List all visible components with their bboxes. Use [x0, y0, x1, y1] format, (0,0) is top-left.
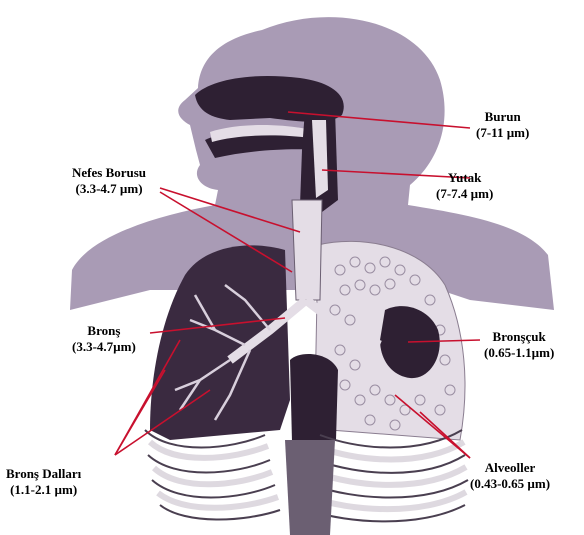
label-nefes-borusu: Nefes Borusu (3.3-4.7 µm): [72, 165, 146, 197]
trachea: [292, 200, 322, 300]
label-nefes-size: (3.3-4.7 µm): [72, 181, 146, 197]
label-dallari-name: Bronş Dalları: [6, 466, 81, 482]
label-yutak-name: Yutak: [436, 170, 493, 186]
label-bronscuk-name: Bronşçuk: [484, 329, 554, 345]
label-brons: Bronş (3.3-4.7µm): [72, 323, 136, 355]
label-brons-name: Bronş: [72, 323, 136, 339]
label-bronscuk-size: (0.65-1.1µm): [484, 345, 554, 361]
label-yutak-size: (7-7.4 µm): [436, 186, 493, 202]
label-burun-size: (7-11 µm): [476, 125, 529, 141]
label-brons-size: (3.3-4.7µm): [72, 339, 136, 355]
label-alveol-name: Alveoller: [470, 460, 550, 476]
label-burun-name: Burun: [476, 109, 529, 125]
label-nefes-name: Nefes Borusu: [72, 165, 146, 181]
label-yutak: Yutak (7-7.4 µm): [436, 170, 493, 202]
spine: [285, 440, 335, 535]
label-bronscuk: Bronşçuk (0.65-1.1µm): [484, 329, 554, 361]
label-alveoller: Alveoller (0.43-0.65 µm): [470, 460, 550, 492]
heart: [290, 354, 338, 442]
label-brons-dallari: Bronş Dalları (1.1-2.1 µm): [6, 466, 81, 498]
label-alveol-size: (0.43-0.65 µm): [470, 476, 550, 492]
label-dallari-size: (1.1-2.1 µm): [6, 482, 81, 498]
label-burun: Burun (7-11 µm): [476, 109, 529, 141]
